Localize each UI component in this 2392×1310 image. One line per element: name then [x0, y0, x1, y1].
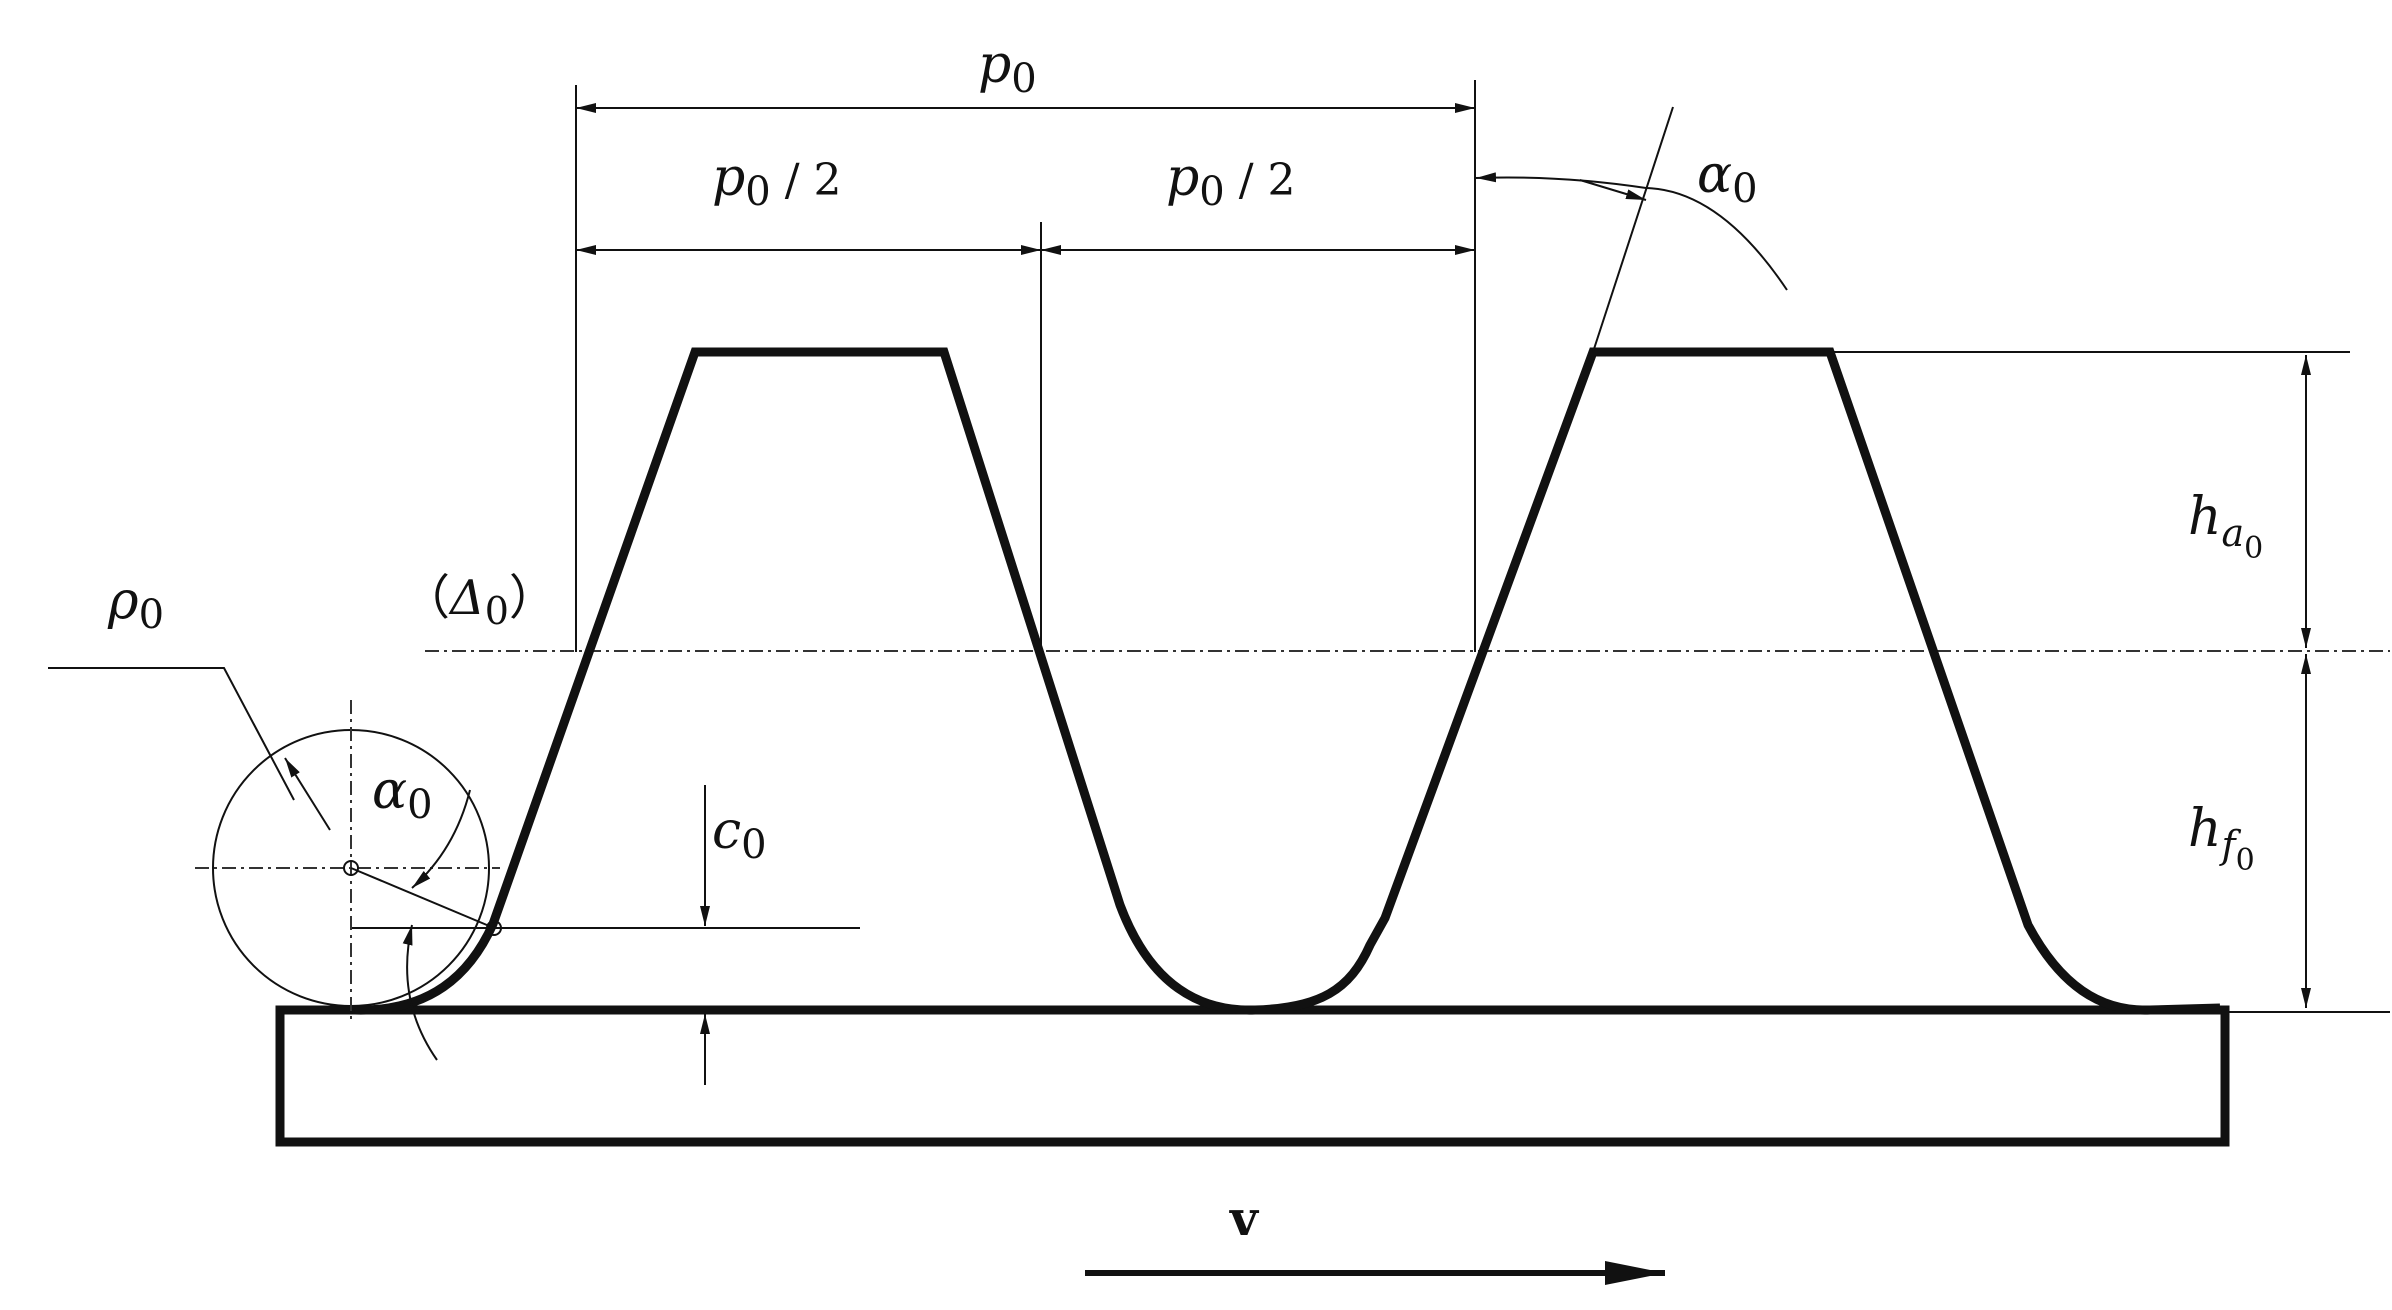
pressure-angle-top-label: α0: [1697, 145, 1758, 212]
fillet-radius-label: ρ0: [107, 571, 164, 638]
fillet-radius-arrow: [284, 757, 331, 831]
half-pitch-left-label: p0 / 2: [712, 148, 842, 215]
clearance-label: c0: [712, 801, 767, 868]
addendum-label: ha0: [2188, 487, 2263, 566]
dedendum-label: hf0: [2188, 799, 2255, 878]
fillet-radius-leader: [48, 667, 295, 801]
tooth-profile: [354, 347, 2221, 1015]
fillet-radius-line: [350, 867, 495, 929]
velocity-label: v: [1229, 1191, 1260, 1247]
fillet-center-point: [343, 860, 359, 876]
rack-base: [275, 1005, 2230, 1147]
pitch-label: p0: [978, 35, 1037, 102]
fillet-angle-arc-upper: [411, 789, 471, 889]
fillet-angle-arc-lower: [402, 924, 438, 1061]
pressure-angle-fillet-label: α0: [372, 761, 433, 828]
half-pitch-right-label: p0 / 2: [1166, 148, 1296, 215]
reference-line-label: （Δ0）: [402, 570, 557, 633]
pressure-angle-arrow-top: [1579, 179, 1647, 201]
pressure-angle-arc-top: [1475, 172, 1788, 291]
flank-extension-line: [1592, 106, 1674, 353]
